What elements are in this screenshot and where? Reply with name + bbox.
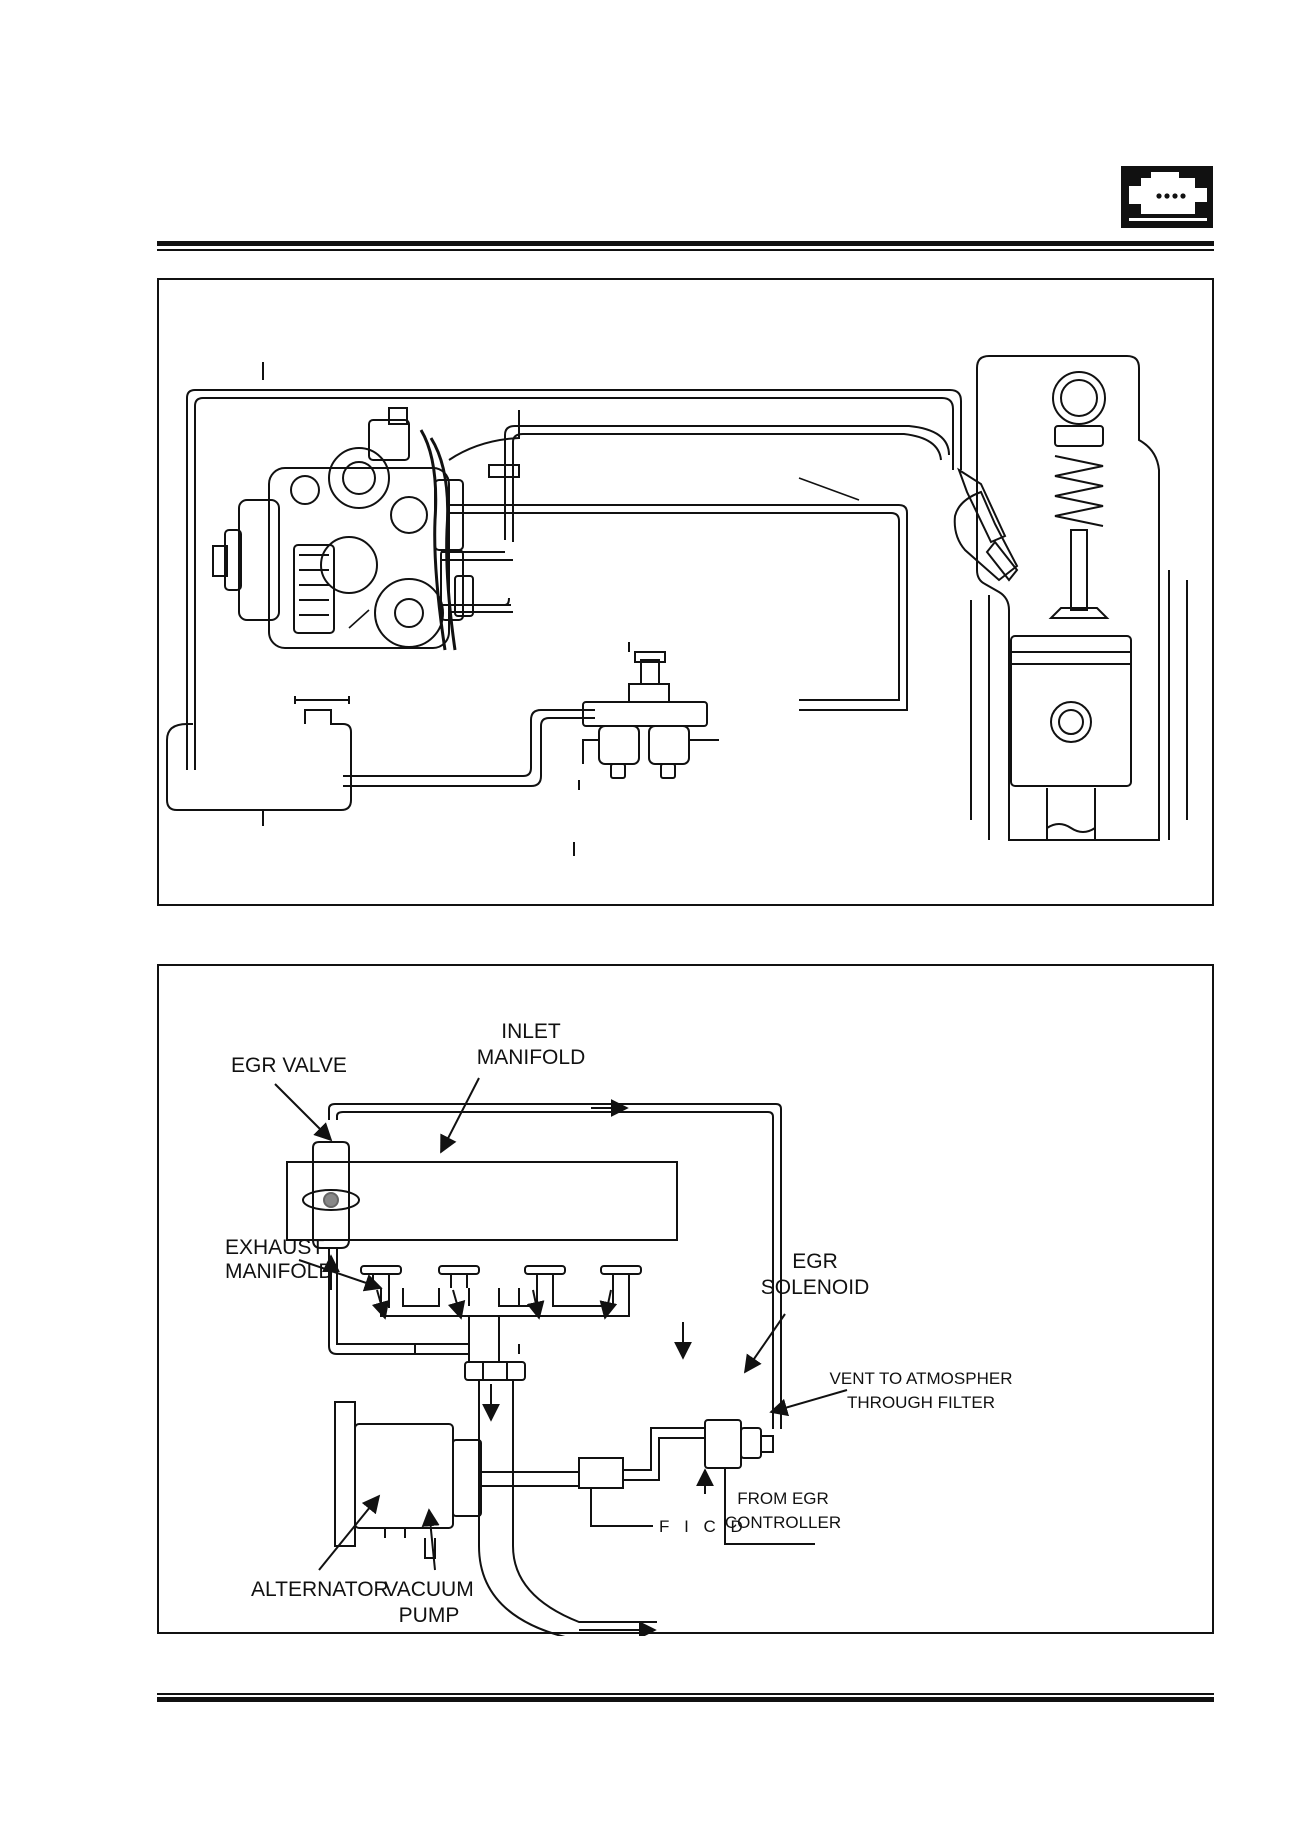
vacuum-pump-leader	[421, 1508, 440, 1571]
vent-label-2: THROUGH FILTER	[847, 1393, 995, 1412]
from-egr-label-1: FROM EGR	[737, 1489, 829, 1508]
alternator-label: ALTERNATOR	[251, 1578, 389, 1601]
alternator-leader	[318, 1494, 381, 1571]
vacuum-pump-body	[452, 1439, 482, 1517]
egr-solenoid-leader	[743, 1313, 786, 1374]
inlet-manifold-label-1: INLET	[501, 1020, 561, 1043]
from-egr-label-2: CONTROLLER	[725, 1513, 841, 1532]
engine-logo	[1121, 166, 1213, 228]
exhaust-manifold-label-1: EXHAUST	[225, 1236, 324, 1259]
fuel-system-figure	[157, 278, 1214, 906]
inlet-manifold-label-2: MANIFOLD	[477, 1046, 586, 1069]
egr-valve-body	[312, 1141, 350, 1249]
ficd-label: F I C D	[659, 1517, 748, 1536]
ficd-box	[578, 1457, 624, 1489]
egr-system-drawing: INLET MANIFOLD EGR VALVE EXHAUST MANIFOL…	[225, 1020, 1013, 1636]
alternator-flange	[334, 1401, 356, 1547]
inlet-manifold-leader	[440, 1077, 480, 1154]
exhaust-manifold-leader	[298, 1259, 383, 1292]
egr-solenoid-label-2: SOLENOID	[761, 1276, 870, 1299]
vent-label-1: VENT TO ATMOSPHER	[830, 1369, 1013, 1388]
footer-rule-thick	[157, 1697, 1214, 1702]
inlet-manifold-box	[286, 1161, 678, 1241]
exhaust-manifold	[328, 1248, 469, 1355]
inlet-loop-pipe	[328, 1103, 782, 1429]
header-rule-thick	[157, 241, 1214, 246]
header-rule-thin	[157, 249, 1214, 251]
footer-rule-thin	[157, 1693, 1214, 1695]
egr-valve-leader	[274, 1083, 333, 1142]
exhaust-manifold-label-2: MANIFOLD	[225, 1260, 334, 1283]
vent-leader	[769, 1389, 848, 1417]
egr-solenoid-body	[704, 1419, 742, 1469]
egr-system-figure: INLET MANIFOLD EGR VALVE EXHAUST MANIFOL…	[157, 964, 1214, 1636]
vacuum-pump-label-1: VACUUM	[384, 1578, 473, 1601]
fuel-system-drawing	[166, 355, 1188, 856]
egr-solenoid-label-1: EGR	[792, 1250, 838, 1273]
engine-icon	[1129, 172, 1207, 221]
vacuum-pump-label-2: PUMP	[399, 1604, 460, 1627]
egr-valve-label: EGR VALVE	[231, 1054, 347, 1077]
alternator-body	[354, 1423, 454, 1529]
